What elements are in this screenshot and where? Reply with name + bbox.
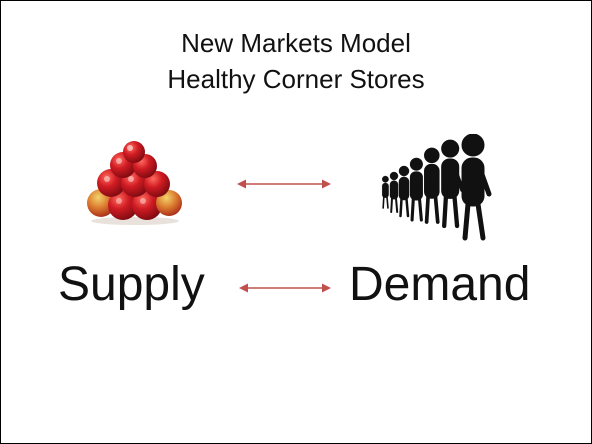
title-line-2: Healthy Corner Stores bbox=[167, 64, 425, 94]
title-line-1: New Markets Model bbox=[181, 28, 411, 58]
slide-title: New Markets Model Healthy Corner Stores bbox=[1, 25, 591, 97]
apple-pyramid-icon bbox=[87, 141, 182, 225]
people-line-icon bbox=[382, 134, 492, 241]
demand-label: Demand bbox=[349, 258, 531, 311]
double-headed-arrow-icon bbox=[237, 179, 331, 189]
supply-label: Supply bbox=[58, 258, 205, 311]
double-headed-arrow-icon bbox=[239, 283, 331, 293]
